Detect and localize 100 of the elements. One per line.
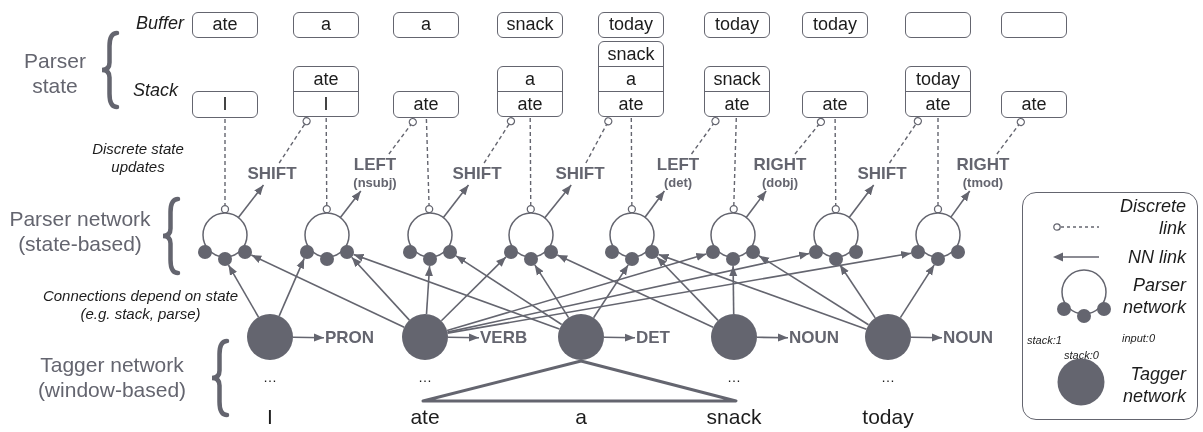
dashed-link [483, 117, 516, 164]
dashed-link [388, 117, 417, 155]
tagger-node [558, 314, 604, 360]
action-label: RIGHT [753, 155, 807, 175]
ellipsis: … [881, 369, 895, 385]
buffer-box: a [293, 12, 359, 38]
row-label: Buffer [135, 13, 184, 33]
action-label: LEFT [353, 155, 397, 175]
arrow [603, 333, 636, 342]
word: ate [410, 405, 440, 428]
arrow [237, 184, 265, 219]
stack-entry: ate [705, 91, 769, 116]
arrow [446, 250, 912, 334]
arrow [339, 190, 362, 219]
dashed-link [690, 116, 720, 155]
arrow [745, 190, 767, 219]
parser-node [195, 209, 255, 267]
parser-node [297, 209, 357, 267]
stack-box [598, 41, 664, 117]
section-label: Tagger network (window-based) [37, 353, 187, 402]
dashed-link [794, 117, 826, 155]
relation-label: (dobj) [760, 175, 800, 190]
note-text: Connections depend on state (e.g. stack, parse) [42, 287, 239, 322]
arrow [657, 253, 868, 330]
section-label: Parser state [24, 49, 86, 98]
dashed-link [933, 117, 943, 214]
arrow [446, 253, 708, 332]
tag-label: NOUN [943, 328, 994, 348]
tagger-node [711, 314, 757, 360]
buffer-box: today [598, 12, 664, 38]
port-label: stack:0 [1064, 349, 1099, 361]
stack-box [905, 66, 971, 117]
parser-node [703, 209, 763, 267]
stack-box [497, 66, 563, 117]
arrow [592, 264, 629, 319]
stack-box [704, 66, 770, 117]
arrow [440, 256, 507, 322]
dashed-link [888, 117, 922, 164]
tag-label: DET [636, 328, 670, 348]
buffer-box: a [393, 12, 459, 38]
arrow [446, 251, 810, 333]
section-label: Parser network (state-based) [9, 207, 151, 256]
legend-text: NN link [1128, 247, 1186, 267]
arrow [350, 256, 411, 321]
action-label: SHIFT [555, 164, 605, 184]
legend-text: Parser network [1122, 275, 1186, 317]
buffer-box [1001, 12, 1067, 38]
arrow [644, 190, 666, 219]
arrow [950, 190, 971, 218]
arrow [534, 264, 570, 319]
stack-entry: ate [599, 91, 663, 116]
parser-node [602, 209, 662, 267]
row-label: Stack [132, 80, 178, 100]
stack-entry: I [294, 91, 358, 116]
arrow [227, 264, 260, 318]
dashed-link [322, 117, 331, 214]
dashed-link [526, 117, 535, 214]
port-label: stack:1 [1027, 334, 1062, 346]
dashed-link [425, 118, 434, 214]
action-label: SHIFT [247, 164, 297, 184]
stack-entry: a [599, 66, 663, 91]
buffer-box: today [704, 12, 770, 38]
word: a [575, 405, 587, 428]
arrow [278, 257, 305, 317]
dashed-link [627, 117, 637, 214]
parser-node [501, 209, 561, 267]
relation-label: (tmod) [961, 175, 1005, 190]
relation-label: (det) [662, 175, 694, 190]
buffer-box: ate [192, 12, 258, 38]
arrow [848, 184, 875, 219]
word: I [267, 405, 273, 428]
stack-entry: snack [606, 43, 656, 66]
parser-node [908, 209, 968, 267]
word: snack [706, 405, 762, 428]
action-label: LEFT [656, 155, 700, 175]
arrow [656, 256, 719, 322]
action-label: SHIFT [857, 164, 907, 184]
tag-label: NOUN [789, 328, 840, 348]
stack-entry: a [524, 68, 536, 91]
dashed-link [278, 117, 311, 164]
legend-text: Tagger network [1122, 364, 1186, 406]
arrow [447, 333, 480, 342]
stack-box: I [192, 91, 258, 118]
buffer-box: snack [497, 12, 563, 38]
arrow [544, 184, 572, 219]
stack-entry: today [914, 68, 961, 91]
parser-node [400, 209, 460, 267]
note-text: Discrete state updates [92, 140, 184, 175]
tagger-node [402, 314, 448, 360]
dashed-link [831, 118, 840, 214]
arrow [910, 333, 943, 342]
stack-entry: snack [712, 68, 762, 91]
arrow [758, 254, 870, 326]
arrow [250, 254, 405, 328]
stack-box: ate [393, 91, 459, 118]
stack-box [293, 66, 359, 117]
arrow [756, 333, 789, 342]
ellipsis: … [727, 369, 741, 385]
arrow [455, 255, 563, 326]
ellipsis: … [418, 369, 432, 385]
